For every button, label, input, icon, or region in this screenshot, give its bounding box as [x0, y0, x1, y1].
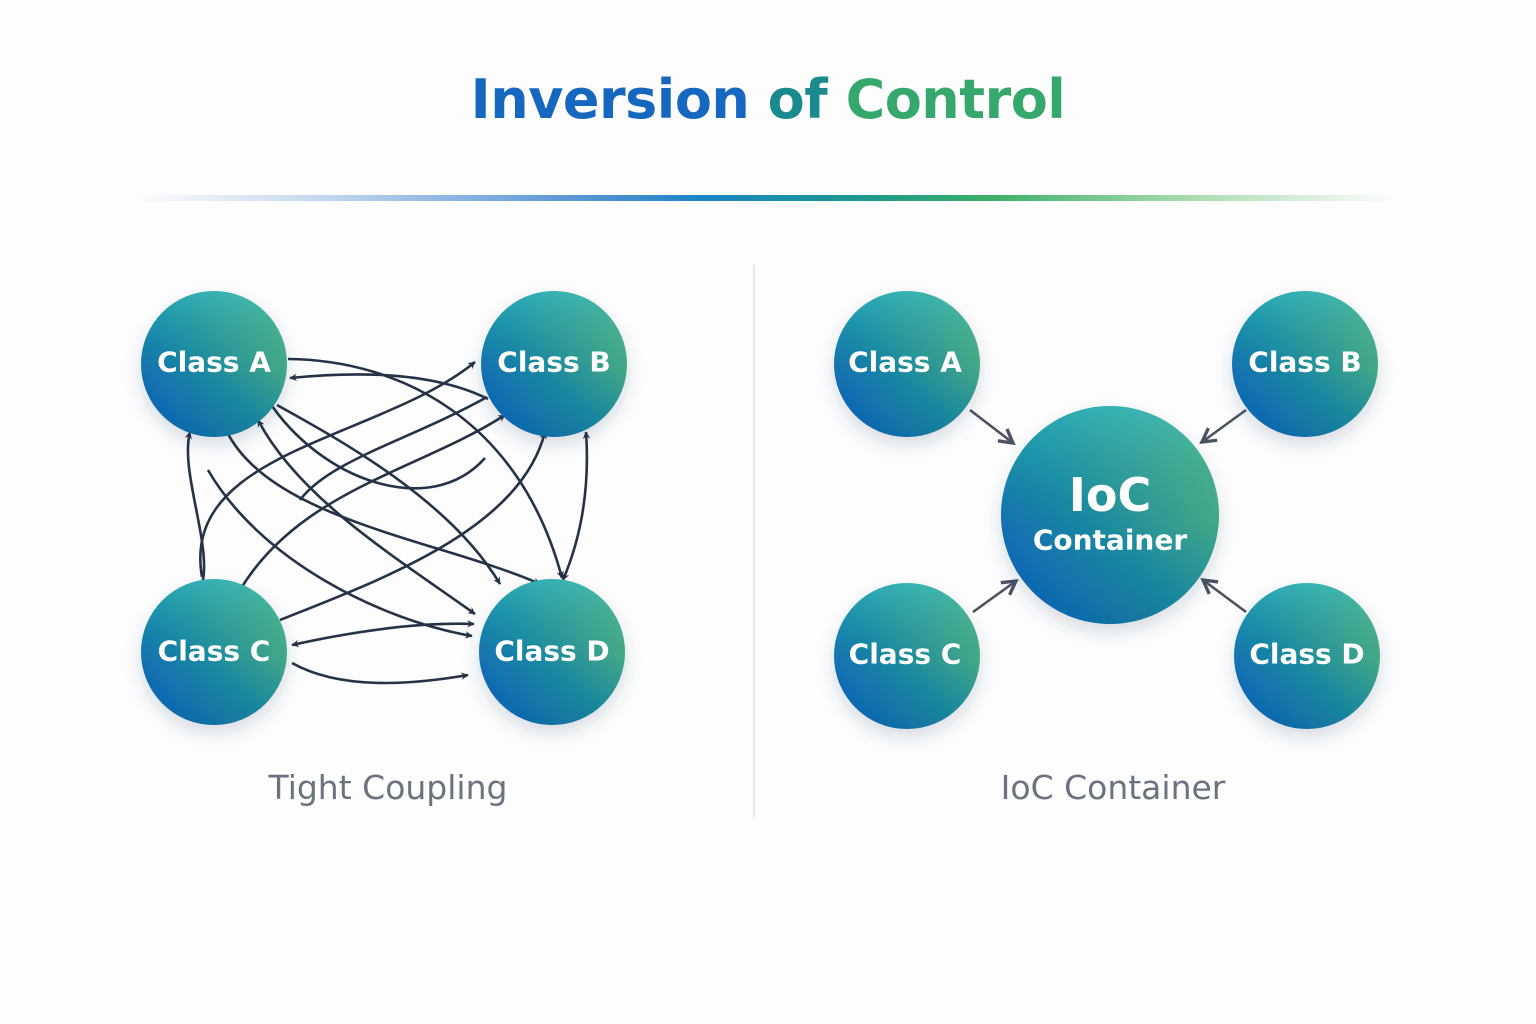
ioc-node-d-label: Class D [1249, 638, 1364, 671]
ioc-edges [969, 408, 1247, 614]
edge-a-to-d-outer [287, 357, 564, 579]
ioc-container-hub[interactable]: IoC Container [1001, 406, 1219, 624]
edge-b-to-a-curve [266, 399, 486, 490]
edge-b-to-c-crossing [298, 395, 488, 501]
edge-c-to-a [184, 431, 206, 581]
ioc-hub-subtitle: Container [1033, 524, 1188, 557]
page-title: Inversion of Control [0, 68, 1536, 131]
ioc-node-c-label: Class C [849, 638, 962, 671]
tight-node-a[interactable]: Class A [141, 291, 287, 437]
ioc-node-b-label: Class B [1248, 346, 1361, 379]
edge-ioc-c-to-hub [972, 581, 1016, 614]
ioc-node-d[interactable]: Class D [1234, 583, 1380, 729]
ioc-node-c[interactable]: Class C [834, 583, 980, 729]
tight-node-d-label: Class D [494, 635, 609, 668]
title-word-of: of [767, 68, 828, 131]
ioc-node-a[interactable]: Class A [834, 291, 980, 437]
edge-c-to-b-1 [199, 360, 476, 578]
edge-ioc-d-to-hub [1203, 580, 1247, 614]
tight-node-a-label: Class A [157, 346, 271, 379]
edge-c-to-b-3 [279, 431, 547, 622]
panel-divider [753, 265, 755, 817]
title-gradient-divider [135, 195, 1395, 201]
ioc-node-b[interactable]: Class B [1232, 291, 1378, 437]
tight-coupling-edges [184, 357, 591, 685]
tight-node-c-label: Class C [158, 635, 271, 668]
edge-b-d-bidirectional [561, 431, 591, 581]
edge-b-to-a [289, 373, 489, 401]
edge-c-to-b-2 [238, 413, 506, 591]
ioc-node-a-label: Class A [848, 346, 962, 379]
tight-node-d[interactable]: Class D [479, 579, 625, 725]
edge-ioc-a-to-hub [969, 408, 1013, 443]
edge-a-to-d-3 [256, 419, 476, 616]
tight-node-b-label: Class B [497, 346, 610, 379]
edge-c-d-bidirectional [291, 620, 475, 648]
edge-a-to-d-2 [224, 429, 541, 586]
title-word-control: Control [845, 68, 1066, 131]
tight-node-c[interactable]: Class C [141, 579, 287, 725]
tight-coupling-caption: Tight Coupling [268, 768, 508, 807]
title-word-inversion: Inversion [470, 68, 750, 131]
tight-node-b[interactable]: Class B [481, 291, 627, 437]
ioc-container-caption: IoC Container [1000, 768, 1226, 807]
edge-ioc-b-to-hub [1202, 408, 1247, 442]
edge-c-to-d-lower [291, 661, 469, 685]
ioc-hub-title: IoC [1069, 468, 1151, 522]
